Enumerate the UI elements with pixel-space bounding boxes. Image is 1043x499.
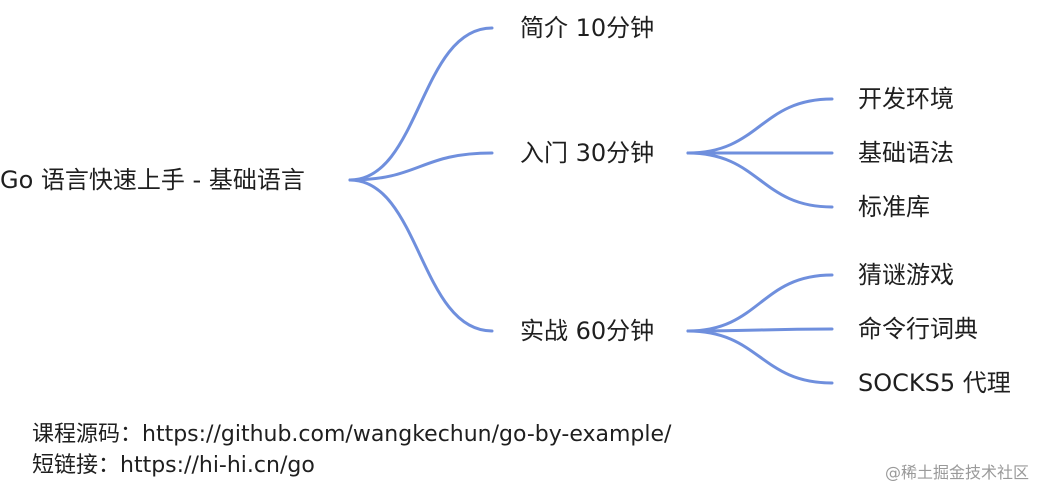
leaf-node-syntax: 基础语法 [858,139,954,167]
mindmap-root-node: Go 语言快速上手 - 基础语言 [0,166,305,194]
short-link-url[interactable]: https://hi-hi.cn/go [120,453,315,478]
leaf-node-stdlib: 标准库 [858,193,930,221]
source-code-line: 课程源码：https://github.com/wangkechun/go-by… [32,421,671,449]
connector-practice-guess-game [686,273,834,333]
branch-node-entry: 入门 30分钟 [520,139,655,167]
short-link-line: 短链接：https://hi-hi.cn/go [32,452,315,480]
watermark: @稀土掘金技术社区 [884,463,1029,482]
connector-root-entry [348,151,494,182]
connector-root-intro [348,26,494,182]
source-code-link[interactable]: https://github.com/wangkechun/go-by-exam… [142,422,672,447]
branch-node-intro: 简介 10分钟 [520,14,655,42]
connector-entry-dev-env [686,97,834,155]
connector-practice-socks5 [686,329,834,385]
leaf-node-socks5: SOCKS5 代理 [858,369,1011,397]
source-code-label: 课程源码： [32,422,143,447]
leaf-node-dictionary: 命令行词典 [858,315,978,343]
connector-root-practice [348,178,494,333]
short-link-label: 短链接： [32,453,121,478]
leaf-node-guess-game: 猜谜游戏 [858,261,954,289]
branch-node-practice: 实战 60分钟 [520,317,655,345]
connector-practice-dictionary [686,327,834,333]
connector-entry-stdlib [686,151,834,209]
leaf-node-dev-env: 开发环境 [858,85,954,113]
